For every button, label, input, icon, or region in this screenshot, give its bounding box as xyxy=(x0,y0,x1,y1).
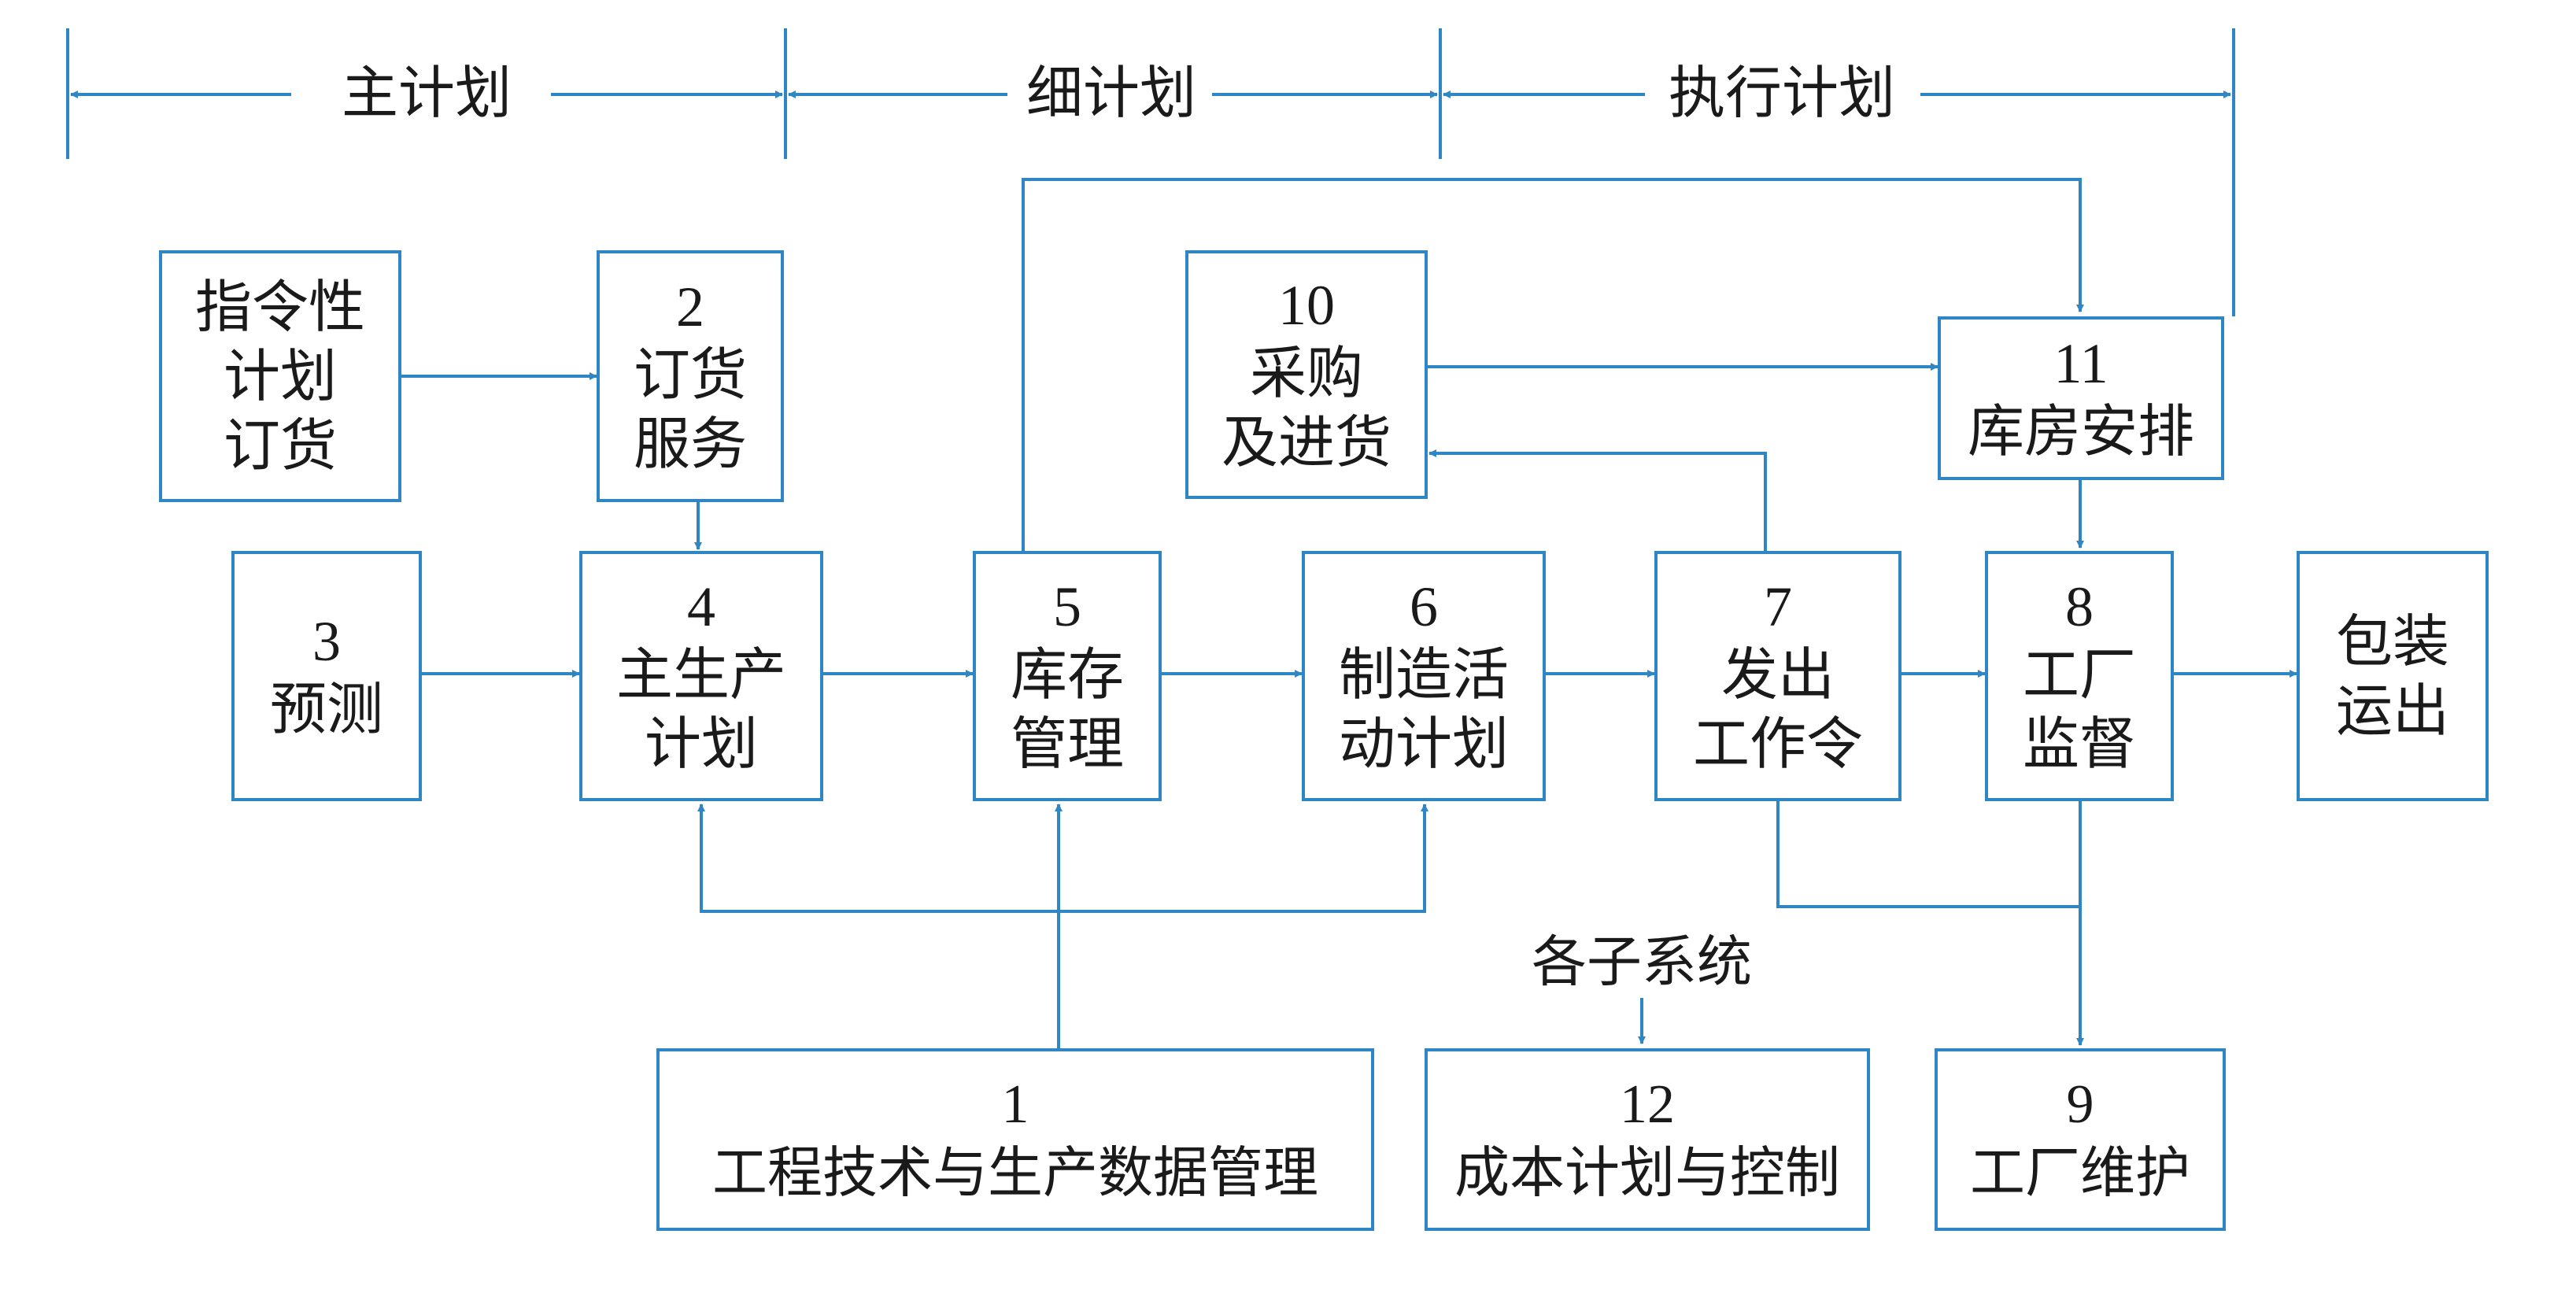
box-label: 采购 xyxy=(1249,340,1363,406)
box-label: 库房安排 xyxy=(1967,398,2194,464)
arrow-7-8-to-9 xyxy=(1776,801,2084,1046)
box-number: 2 xyxy=(676,275,704,338)
manufacturing-activity-plan-box: 6 制造活 动计划 xyxy=(1302,551,1546,801)
warehouse-arrangement-box: 11 库房安排 xyxy=(1938,316,2224,480)
box-number: 1 xyxy=(1001,1074,1029,1135)
box-number: 8 xyxy=(2065,575,2094,638)
box-label: 成本计划与控制 xyxy=(1454,1140,1840,1205)
directive-order-box: 指令性 计划 订货 xyxy=(159,250,401,502)
box-label: 工作令 xyxy=(1692,711,1863,777)
arrow-to-6 xyxy=(1059,804,1428,913)
detail-plan-label: 细计划 xyxy=(1019,61,1203,124)
box-label: 监督 xyxy=(2022,711,2136,777)
box-label: 计划 xyxy=(644,711,758,777)
box-label: 包装 xyxy=(2335,608,2449,674)
box-label: 发出 xyxy=(1720,641,1835,708)
box-label: 订货 xyxy=(633,342,747,408)
purchasing-receiving-box: 10 采购 及进货 xyxy=(1185,250,1428,499)
order-service-box: 2 订货 服务 xyxy=(597,250,784,502)
box-number: 7 xyxy=(1764,575,1792,638)
box-label: 管理 xyxy=(1010,711,1124,777)
box-label: 计划 xyxy=(223,343,337,409)
box-number: 6 xyxy=(1410,575,1438,638)
box-number: 4 xyxy=(687,575,715,638)
arrow-1-to-4-and-6 xyxy=(697,804,1060,1048)
plant-supervision-box: 8 工厂 监督 xyxy=(1985,551,2174,801)
box-label: 及进货 xyxy=(1221,409,1391,475)
box-number: 12 xyxy=(1620,1074,1675,1135)
box-label: 指令性 xyxy=(194,274,365,340)
box-label: 订货 xyxy=(223,412,337,478)
issue-work-order-box: 7 发出 工作令 xyxy=(1654,551,1902,801)
box-label: 制造活 xyxy=(1338,641,1509,708)
master-production-plan-box: 4 主生产 计划 xyxy=(579,551,823,801)
box-label: 主生产 xyxy=(615,641,786,708)
box-number: 5 xyxy=(1053,575,1081,638)
engineering-data-management-box: 1 工程技术与生产数据管理 xyxy=(656,1048,1374,1231)
arrow-5-to-11 xyxy=(1022,178,2084,551)
box-number: 3 xyxy=(312,610,341,673)
box-number: 10 xyxy=(1278,274,1335,337)
package-ship-box: 包装 运出 xyxy=(2297,551,2489,801)
forecast-box: 3 预测 xyxy=(231,551,422,801)
box-label: 服务 xyxy=(633,411,747,477)
cost-planning-control-box: 12 成本计划与控制 xyxy=(1425,1048,1870,1231)
box-label: 工程技术与生产数据管理 xyxy=(712,1140,1318,1205)
box-label: 动计划 xyxy=(1338,711,1509,777)
master-plan-label: 主计划 xyxy=(334,61,519,124)
arrow-7-to-10 xyxy=(1428,449,1767,551)
box-label: 工厂维护 xyxy=(1970,1140,2190,1205)
box-number: 9 xyxy=(2066,1074,2094,1135)
box-label: 工厂 xyxy=(2022,641,2136,708)
execution-plan-label: 执行计划 xyxy=(1661,61,1902,124)
inventory-management-box: 5 库存 管理 xyxy=(973,551,1162,801)
box-label: 库存 xyxy=(1010,641,1124,708)
box-number: 11 xyxy=(2053,332,2108,395)
box-label: 预测 xyxy=(269,676,383,742)
box-label: 运出 xyxy=(2335,678,2449,744)
plant-maintenance-box: 9 工厂维护 xyxy=(1935,1048,2226,1231)
subsystems-label: 各子系统 xyxy=(1532,929,1752,994)
